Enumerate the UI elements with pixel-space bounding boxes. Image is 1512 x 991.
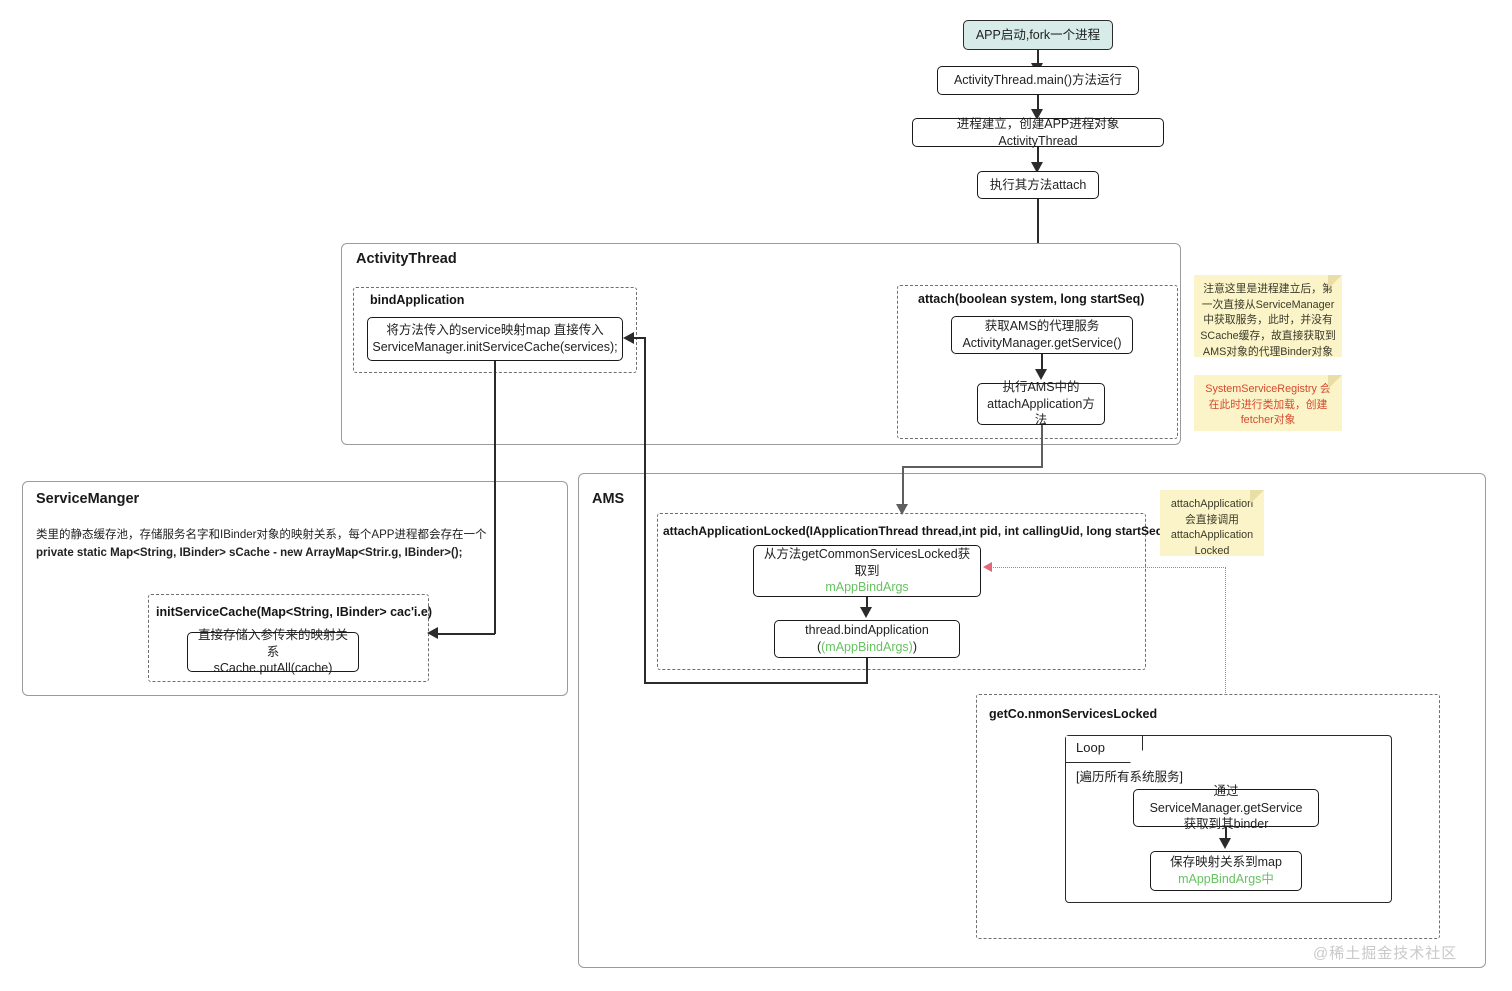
connector-bindapplication-left: [644, 682, 868, 684]
node-bindapplication-body[interactable]: 将方法传入的service映射map 直接传入 ServiceManager.i…: [367, 317, 623, 361]
arrowhead-into-attachapplicationlocked: [896, 504, 908, 515]
node-save-mapping-line1: 保存映射关系到map: [1170, 855, 1282, 870]
panel-ams-title: AMS: [592, 491, 625, 507]
connector-getams-to-attachapp: [1041, 354, 1043, 371]
connector-bindapplication-up: [644, 338, 646, 683]
node-app-start[interactable]: APP启动,fork一个进程: [963, 20, 1113, 50]
connector-attachams-down1: [1041, 425, 1043, 468]
node-save-mapping-to-map[interactable]: 保存映射关系到map mAppBindArgs中: [1150, 851, 1302, 891]
panel-servicemanger-title: ServiceManger: [36, 491, 140, 507]
loop-tab: [1066, 736, 1143, 763]
sticky-note-attachapplication-calls-locked: attachApplication 会直接调用 attachApplicatio…: [1160, 490, 1264, 557]
connector-main-to-process: [1037, 95, 1039, 111]
frame-attach: [897, 285, 1178, 439]
connector-attachams-down2: [902, 466, 904, 506]
node-get-mappbindargs[interactable]: 从方法getCommonServicesLocked获取到 mAppBindAr…: [753, 545, 981, 597]
node-thread-bindapplication-arg: (mAppBindArgs): [821, 640, 913, 654]
connector-process-to-attach: [1037, 147, 1039, 164]
sticky-note-systemserviceregistry: SystemServiceRegistry 会在此时进行类加载，创建fetche…: [1194, 375, 1342, 431]
frame-getcommonserviceslocked-title: getCo.nmonServicesLocked: [989, 707, 1158, 721]
arrowhead-mappbindargs-to-bindapplication: [860, 607, 872, 618]
frame-attachapplicationlocked-title: attachApplicationLocked(IApplicationThre…: [663, 524, 1168, 538]
arrowhead-main-to-process: [1031, 109, 1043, 120]
frame-attach-title: attach(boolean system, long startSeq): [918, 292, 1145, 306]
red-connector-vertical: [1225, 567, 1226, 695]
node-scache-putall[interactable]: 直接存储入参传来的映射关系 sCache.putAll(cache): [187, 628, 359, 675]
connector-bindapp-down: [494, 361, 496, 634]
node-servicemanager-getservice[interactable]: 通过ServiceManager.getService 获取到其binder: [1133, 784, 1319, 831]
servicemanger-description-line2: private static Map<String, IBinder> sCac…: [36, 547, 463, 559]
red-connector-horizontal: [993, 567, 1226, 568]
servicemanger-description-line1: 类里的静态缓存池，存储服务名字和IBinder对象的映射关系，每个APP进程都会…: [36, 529, 487, 541]
node-thread-bindapplication-line2: ((mAppBindArgs)): [816, 640, 918, 654]
arrowhead-getservice-to-savemap: [1219, 838, 1231, 849]
node-thread-bindapplication-line1: thread.bindApplication: [805, 623, 929, 638]
node-save-mapping-line2: mAppBindArgs中: [1178, 871, 1274, 888]
arrowhead-into-bindapplication: [623, 332, 634, 344]
node-execute-ams-attachapplication[interactable]: 执行AMS中的 attachApplication方法: [977, 380, 1105, 427]
red-arrowhead-into-mappbindargs: [983, 562, 992, 572]
node-process-created[interactable]: 进程建立，创建APP进程对象ActivityThread: [912, 117, 1164, 148]
watermark: @稀土掘金技术社区: [1313, 945, 1458, 962]
arrowhead-into-initservicecache: [427, 627, 438, 639]
connector-bindapplication-right: [634, 337, 646, 339]
node-get-ams-proxy[interactable]: 获取AMS的代理服务 ActivityManager.getService(): [951, 316, 1133, 354]
arrowhead-getams-to-attachapp: [1035, 369, 1047, 380]
frame-bindapplication-title: bindApplication: [370, 293, 465, 307]
connector-attach-to-attachframe: [1037, 199, 1039, 274]
loop-condition: [遍历所有系统服务]: [1076, 770, 1183, 784]
node-execute-attach[interactable]: 执行其方法attach: [977, 171, 1099, 199]
connector-getservice-to-savemap: [1225, 827, 1227, 840]
connector-start-to-main: [1037, 50, 1039, 66]
node-activitythread-main[interactable]: ActivityThread.main()方法运行: [937, 66, 1139, 95]
connector-bindapp-left: [437, 633, 495, 635]
node-thread-bindapplication[interactable]: thread.bindApplication ((mAppBindArgs)): [774, 620, 960, 658]
node-get-mappbindargs-line1: 从方法getCommonServicesLocked获取到: [763, 546, 971, 578]
sticky-note-servicemanager-first-fetch: 注意这里是进程建立后，第一次直接从ServiceManager中获取服务，此时，…: [1194, 275, 1342, 358]
arrowhead-process-to-attach: [1031, 162, 1043, 173]
frame-initservicecache-title: initServiceCache(Map<String, IBinder> ca…: [156, 605, 432, 619]
connector-mappbindargs-to-bindapplication: [866, 597, 868, 609]
connector-bindapplication-down: [866, 658, 868, 683]
loop-label: Loop: [1076, 740, 1105, 755]
panel-activitythread-title: ActivityThread: [356, 251, 457, 267]
frame-getcommonserviceslocked: [976, 694, 1440, 939]
node-save-mapping-arg: mAppBindArgs中: [1178, 872, 1274, 886]
node-get-mappbindargs-line2: mAppBindArgs: [825, 580, 909, 595]
connector-attachams-left: [902, 466, 1043, 468]
